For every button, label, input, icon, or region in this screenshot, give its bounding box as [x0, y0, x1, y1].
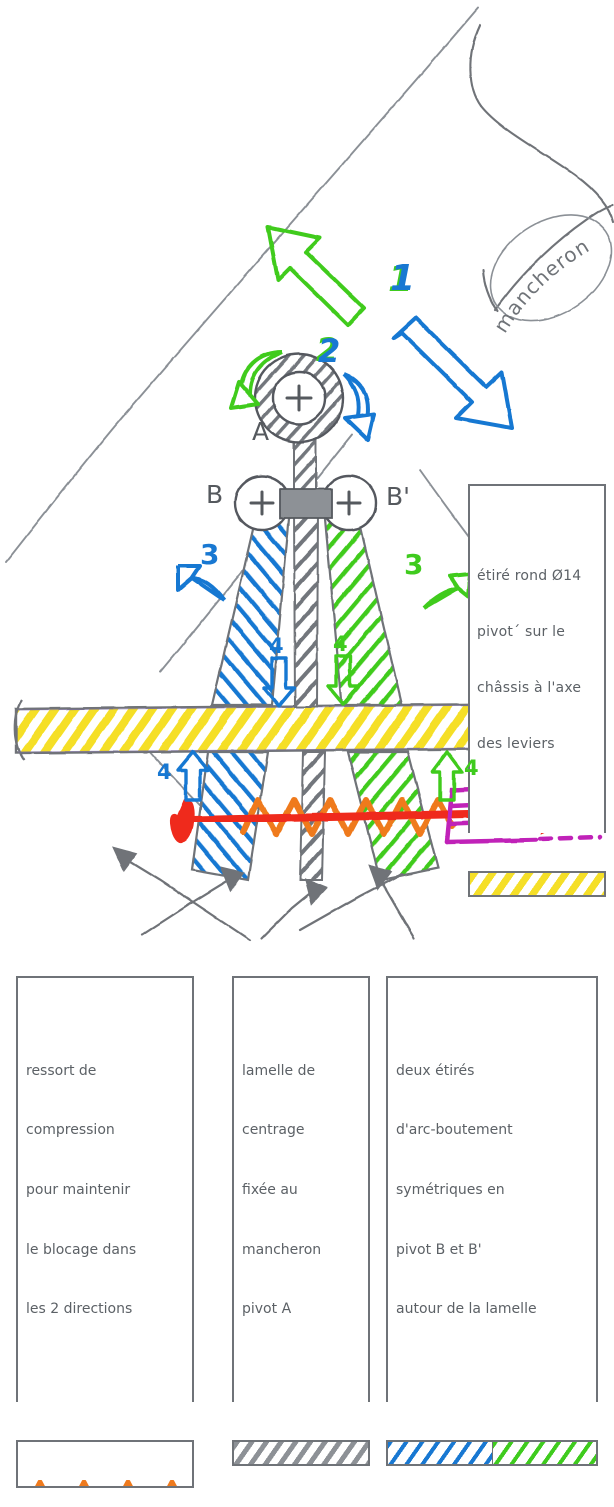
compression-spring: [240, 797, 455, 837]
sketch-canvas: mancheron: [5, 7, 614, 942]
step-label-4-right-lower: 4: [464, 756, 479, 780]
step-label-4-left-lower: 4: [157, 760, 172, 784]
step-label-4-left-upper: 4: [269, 634, 284, 658]
callout-line: étiré rond Ø14: [477, 568, 582, 585]
callout-line: pivot A: [242, 1301, 292, 1318]
swatch-blue-green-hatch: [386, 1439, 598, 1466]
arrow-4-blue-up: [176, 750, 210, 802]
callout-line: centrage: [242, 1122, 305, 1139]
arrow-4-green-up: [430, 750, 464, 802]
callout-line: mancheron: [242, 1241, 322, 1258]
callout-line: le blocage dans: [26, 1241, 137, 1258]
callout-etire-rond: étiré rond Ø14 pivot´ sur le châssis …: [468, 446, 606, 916]
callout-line: autour de la lamelle: [396, 1301, 537, 1318]
swatch-grey-hatch: [232, 1439, 370, 1466]
callout-line: fixée au: [242, 1182, 298, 1198]
callout-line: pour maintenir: [26, 1182, 131, 1198]
drawing-surface: mancheron: [5, 7, 614, 942]
arrow-3-green: [422, 572, 472, 610]
swatch-yellow-hatch: [468, 870, 606, 897]
callout-line: symétriques en: [396, 1182, 505, 1198]
callout-line: lamelle de: [242, 1062, 316, 1079]
callout-line: d'arc-boutement: [396, 1122, 513, 1139]
arrow-4-blue-down: [262, 656, 296, 708]
callout-line: pivot´ sur le: [477, 624, 566, 641]
step-label-2: 2: [318, 332, 341, 370]
callout-line: châssis à l'axe: [477, 679, 582, 696]
callout-line: compression: [26, 1122, 115, 1139]
callout-line: ressort de: [26, 1062, 97, 1079]
arrow-3-blue: [176, 564, 226, 602]
swatch-orange-zigzag: [16, 1439, 194, 1488]
arrow-2-green-curve: [229, 350, 283, 410]
mancheron-outline: [469, 23, 614, 322]
label-pivot-a: A: [252, 417, 269, 446]
step-label-1: 1: [390, 258, 416, 299]
step-label-3-left: 3: [200, 538, 220, 571]
step-label-4-right-upper: 4: [333, 632, 348, 656]
pivot-bridge-block: [279, 488, 333, 519]
pivot-b-prime: [320, 474, 378, 532]
callout-ressort: ressort de compression pour maintenir le…: [16, 938, 194, 1507]
arrow-1-blue: [392, 316, 514, 430]
label-pivot-b-prime: B': [386, 482, 410, 511]
callout-line: deux étirés: [396, 1062, 475, 1079]
arrow-4-green-down: [326, 654, 360, 706]
callout-line: des leviers: [477, 735, 555, 752]
step-label-3-right: 3: [404, 548, 424, 581]
arrow-2-blue-curve: [342, 372, 376, 442]
callout-lamelle: lamelle de centrage fixée au mancheron …: [232, 938, 370, 1485]
callout-line: pivot B et B': [396, 1241, 482, 1258]
label-pivot-b: B: [206, 480, 223, 509]
callout-deux-etires: deux étirés d'arc-boutement symétriqu…: [386, 938, 598, 1485]
pivot-a: [253, 352, 345, 444]
arrow-1-green: [266, 225, 366, 327]
callout-line: les 2 directions: [26, 1301, 133, 1318]
